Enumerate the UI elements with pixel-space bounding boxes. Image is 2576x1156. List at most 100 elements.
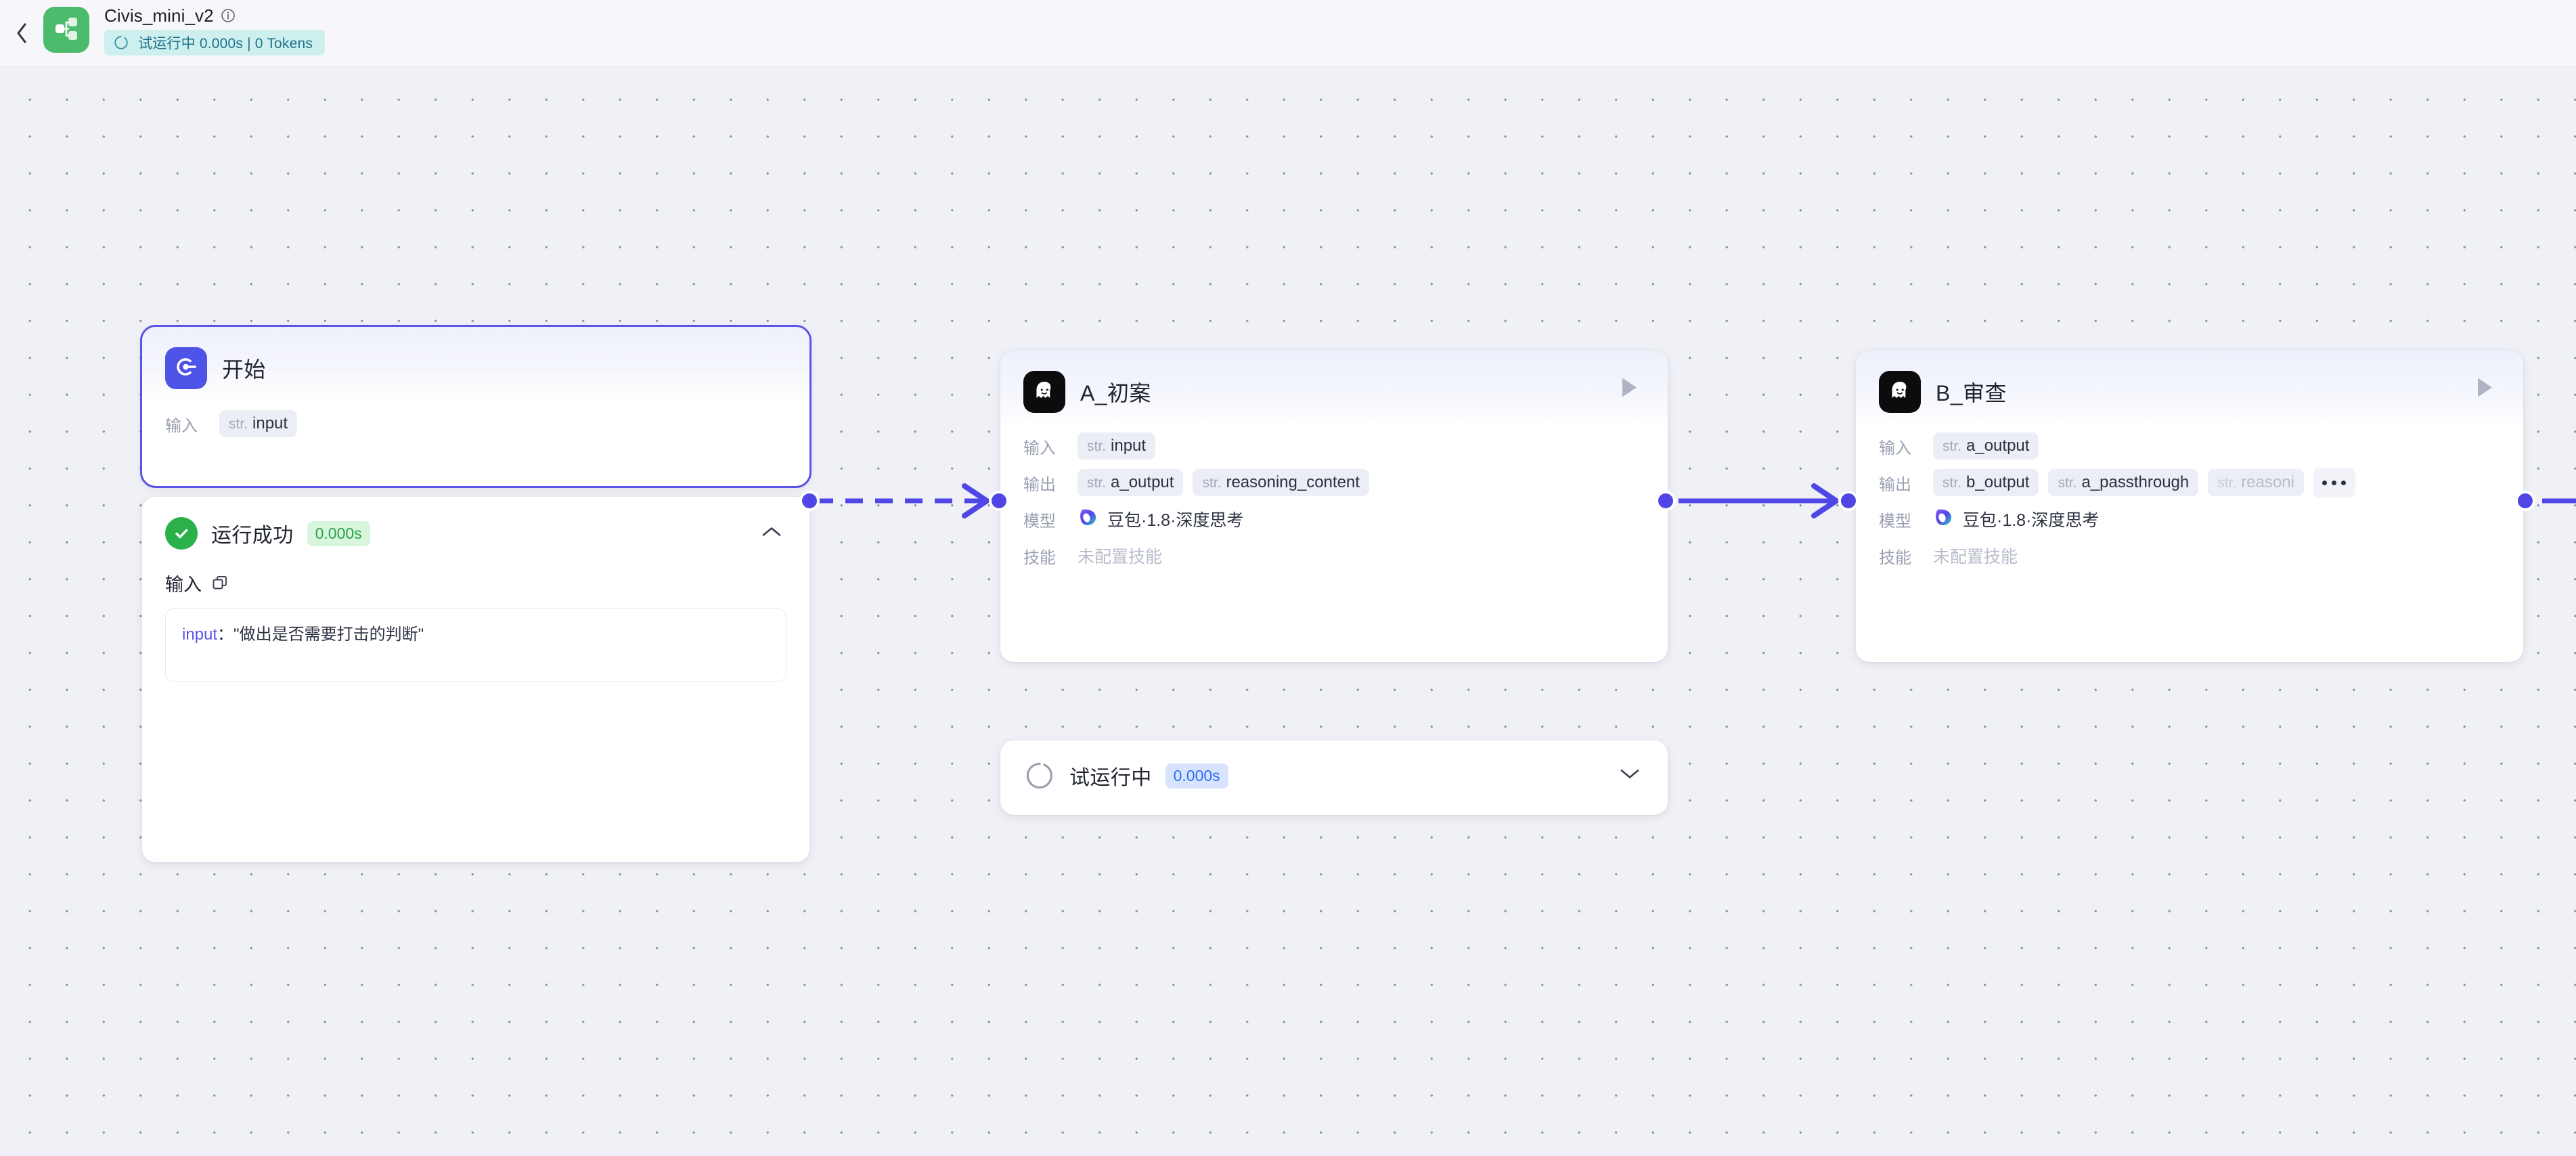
panel-start-result[interactable]: 运行成功 0.000s 输入 input："做出是否需	[142, 497, 809, 862]
node-a-input-row: 输入 str. input	[1023, 428, 1645, 464]
node-start-header: 开始	[142, 327, 809, 399]
code-key: input	[182, 625, 218, 644]
variable-tag[interactable]: str. input	[1078, 432, 1156, 460]
node-b-body: 输入 str. a_output 输出 str. b_output st	[1856, 428, 2523, 597]
variable-tag[interactable]: str. reasoning_content	[1193, 469, 1369, 496]
model-label: 模型	[1023, 512, 1056, 531]
spinner-icon	[114, 35, 129, 50]
tag-name: reasoning_content	[1226, 473, 1360, 491]
chevron-up-icon[interactable]	[761, 525, 782, 542]
node-a-skill-value[interactable]: 未配置技能	[1078, 548, 1163, 566]
panel-start-time-badge: 0.000s	[307, 520, 370, 546]
output-label: 输出	[1879, 475, 1911, 494]
node-b-input-tags: str. a_output	[1933, 432, 2039, 460]
workflow-share-icon	[53, 15, 80, 45]
top-bar: Civis_mini_v2 试运行中 0.000s | 0 Tokens	[0, 0, 2576, 66]
input-label: 输入	[1879, 439, 1911, 458]
code-line: input："做出是否需要打击的判断"	[182, 624, 770, 646]
node-a-title: A_初案	[1080, 381, 1151, 405]
input-label: 输入	[165, 416, 198, 435]
node-b-skill-row: 技能 未配置技能	[1879, 537, 2500, 574]
node-b-skill-value[interactable]: 未配置技能	[1933, 548, 2018, 566]
variable-tag[interactable]: str. b_output	[1933, 469, 2039, 496]
tag-type: str.	[229, 416, 248, 432]
panel-node-a-time-badge: 0.000s	[1165, 763, 1228, 788]
variable-tag-truncated[interactable]: str. reasoni	[2208, 469, 2304, 496]
variable-tag[interactable]: str. a_passthrough	[2048, 469, 2199, 496]
node-a[interactable]: A_初案 输入 str. input 输出	[1000, 351, 1668, 662]
panel-start-status-text: 运行成功	[211, 525, 294, 547]
node-a-model-row: 模型	[1023, 501, 1645, 537]
node-a-header: A_初案	[1000, 351, 1668, 428]
variable-tag[interactable]: str. a_output	[1078, 469, 1184, 496]
variable-tag[interactable]: str. a_output	[1933, 432, 2039, 460]
back-button[interactable]	[0, 0, 43, 66]
tag-type: str.	[1087, 475, 1107, 491]
edge-start-to-a	[816, 483, 990, 518]
tag-type: str.	[2058, 475, 2077, 491]
tag-type: str.	[1942, 439, 1962, 454]
check-circle-icon	[165, 517, 198, 550]
panel-start-code-box[interactable]: input："做出是否需要打击的判断"	[165, 608, 786, 682]
panel-node-a-status-text: 试运行中	[1069, 767, 1152, 789]
input-label: 输入	[1023, 439, 1056, 458]
output-label: 输出	[1023, 475, 1056, 494]
node-a-body: 输入 str. input 输出 str. a_output str.	[1000, 428, 1668, 597]
doubao-logo-icon	[1078, 507, 1098, 532]
panel-node-a-result[interactable]: 试运行中 0.000s	[1000, 740, 1668, 815]
tag-name: a_output	[1111, 473, 1174, 491]
node-start-title: 开始	[222, 357, 266, 382]
panel-start-header[interactable]: 运行成功 0.000s	[142, 497, 809, 570]
panel-start-body: 输入 input："做出是否需要打击的判断"	[142, 570, 809, 705]
port-a-out[interactable]	[1656, 491, 1676, 511]
tag-name: input	[1111, 437, 1147, 455]
port-b-out[interactable]	[2515, 491, 2535, 511]
more-outputs-button[interactable]	[2313, 468, 2355, 497]
doubao-logo-icon	[1933, 507, 1953, 532]
node-a-output-row: 输出 str. a_output str. reasoning_content	[1023, 464, 1645, 501]
input-section-label: 输入	[165, 575, 202, 595]
run-status-chip[interactable]: 试运行中 0.000s | 0 Tokens	[104, 30, 326, 55]
info-circle-icon[interactable]	[221, 8, 236, 23]
node-start-body: 输入 str. input	[142, 399, 809, 465]
node-b[interactable]: B_审查 输入 str. a_output 输出	[1856, 351, 2523, 662]
ghost-avatar-icon	[1031, 377, 1058, 407]
workflow-canvas[interactable]: 开始 输入 str. input 运行成功 0.000s	[0, 66, 2576, 1156]
tag-type: str.	[2217, 475, 2237, 491]
start-node-avatar	[165, 347, 207, 389]
node-b-model-row: 模型	[1879, 501, 2500, 537]
app-logo	[43, 7, 89, 53]
page-title: Civis_mini_v2	[104, 5, 214, 26]
node-a-model-name: 豆包·1.8·深度思考	[1107, 511, 1244, 530]
tag-name: b_output	[1966, 473, 2030, 491]
port-a-in[interactable]	[989, 491, 1009, 511]
tag-type: str.	[1087, 439, 1107, 454]
tag-name: input	[252, 414, 288, 432]
spinner-icon	[1023, 759, 1056, 792]
variable-tag[interactable]: str. input	[219, 410, 298, 437]
node-a-model-value[interactable]: 豆包·1.8·深度思考	[1078, 507, 1243, 532]
node-a-avatar	[1023, 371, 1065, 413]
node-b-input-row: 输入 str. a_output	[1879, 428, 2500, 464]
code-value: "做出是否需要打击的判断"	[234, 625, 424, 644]
chevron-down-icon[interactable]	[1619, 768, 1641, 784]
node-start-input-tags: str. input	[219, 410, 298, 437]
model-label: 模型	[1879, 512, 1911, 531]
node-a-output-tags: str. a_output str. reasoning_content	[1078, 469, 1369, 496]
tag-name: a_output	[1966, 437, 2030, 455]
tag-name: a_passthrough	[2081, 473, 2190, 491]
tag-name: reasoni	[2241, 473, 2294, 491]
node-start[interactable]: 开始 输入 str. input	[140, 325, 812, 488]
port-b-in[interactable]	[1838, 491, 1859, 511]
panel-node-a-header[interactable]: 试运行中 0.000s	[1000, 740, 1668, 811]
port-start-out[interactable]	[799, 491, 820, 511]
node-b-title: B_审查	[1936, 381, 2007, 405]
node-start-input-row: 输入 str. input	[165, 405, 786, 442]
ghost-avatar-icon	[1886, 377, 1913, 407]
copy-icon[interactable]	[211, 575, 229, 592]
play-triangle-icon[interactable]	[1619, 376, 1639, 403]
skill-label: 技能	[1023, 548, 1056, 567]
play-triangle-icon[interactable]	[2474, 376, 2495, 403]
node-b-model-value[interactable]: 豆包·1.8·深度思考	[1933, 507, 2099, 532]
code-separator: ：	[217, 625, 234, 644]
